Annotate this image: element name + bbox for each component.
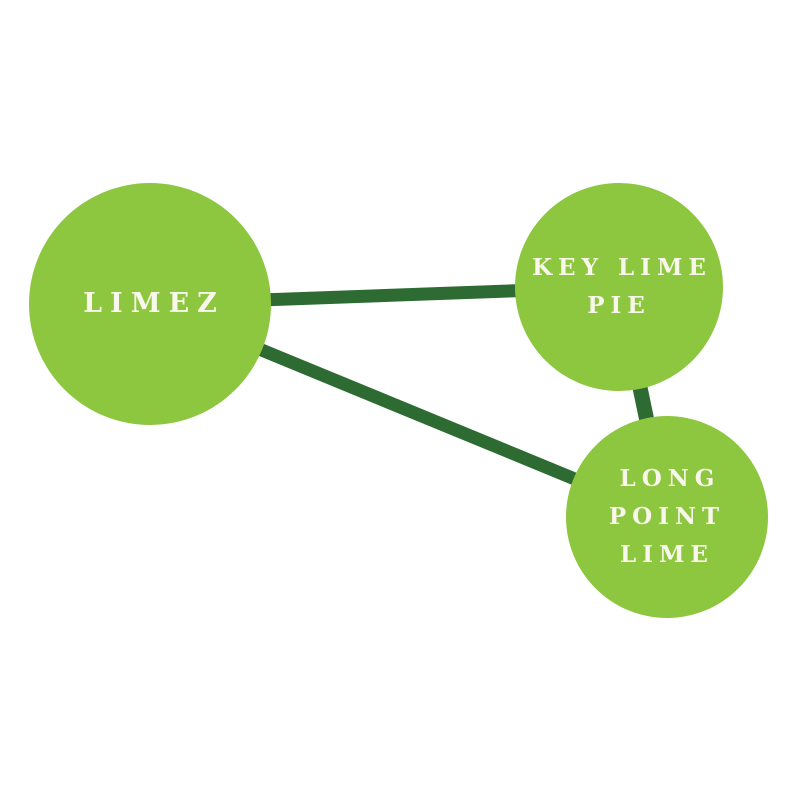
node-key-lime-pie-label: KEY LIME PIE <box>532 254 712 319</box>
node-limez-label: LIMEZ <box>83 287 225 319</box>
node-limez[interactable]: LIMEZ <box>29 183 271 425</box>
node-long-point-lime-label: LONG POINT LIME <box>608 465 726 568</box>
node-key-lime-pie[interactable]: KEY LIME PIE <box>515 183 723 391</box>
node-long-point-lime[interactable]: LONG POINT LIME <box>566 416 768 618</box>
